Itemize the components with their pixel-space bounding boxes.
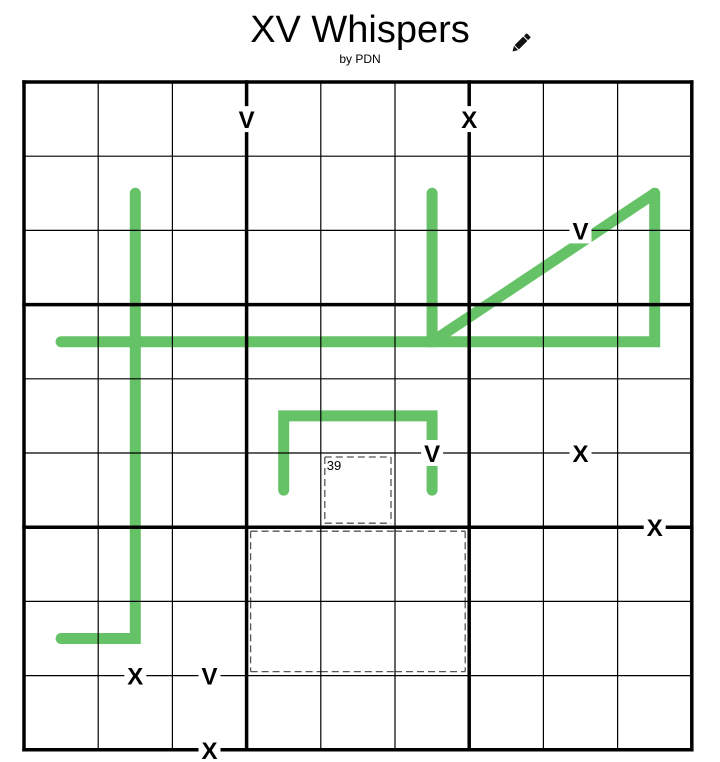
xv-clue-background [458, 106, 481, 133]
grid-cell-r1c3[interactable] [172, 82, 247, 157]
grid-cell-r9c5[interactable] [320, 675, 395, 750]
puzzle-title: XV Whispers [250, 9, 470, 51]
cage-sum-label: 39 [327, 458, 341, 473]
grid-cell-r2c4[interactable] [246, 156, 321, 231]
grid-cell-r3c5[interactable] [320, 230, 395, 305]
grid-cell-r1c6[interactable] [395, 82, 470, 157]
grid-cell-r5c3[interactable] [172, 378, 247, 453]
xv-clue-background [569, 440, 592, 466]
grid-cell-r7c4[interactable] [246, 527, 321, 602]
grid-cell-r9c8[interactable] [543, 675, 618, 750]
grid-cell-r8c9[interactable] [617, 601, 692, 676]
grid-cell-r5c9[interactable] [617, 378, 692, 453]
x-clue: X [127, 664, 143, 691]
xv-clue-background [124, 662, 147, 689]
grid-cell-r5c1[interactable] [24, 378, 99, 453]
grid-cell-r7c6[interactable] [395, 527, 470, 602]
grid-cell-r1c4[interactable] [246, 82, 321, 157]
grid-cell-r9c6[interactable] [395, 675, 470, 750]
x-clue: X [201, 738, 217, 762]
xv-clue-background [643, 514, 666, 541]
grid-cell-r8c7[interactable] [469, 601, 544, 676]
grid-cell-r3c3[interactable] [172, 230, 247, 305]
v-clue: V [201, 664, 217, 691]
xv-clue-background [569, 217, 592, 244]
v-clue: V [239, 107, 255, 134]
xv-clue-background [198, 662, 221, 689]
grid-cell-r2c5[interactable] [320, 156, 395, 231]
grid-cell-r7c5[interactable] [320, 527, 395, 602]
grid-cell-r8c4[interactable] [246, 601, 321, 676]
killer-cage: 39 [324, 456, 392, 524]
grid-cell-r8c6[interactable] [395, 601, 470, 676]
grid-cell-r6c1[interactable] [24, 453, 99, 528]
grid-cell-r9c9[interactable] [617, 675, 692, 750]
x-clue: X [647, 515, 663, 542]
grid-cell-r1c2[interactable] [98, 82, 173, 157]
xv-clue-background [235, 106, 258, 133]
grid-cell-r6c7[interactable] [469, 453, 544, 528]
grid-cell-r7c3[interactable] [172, 527, 247, 602]
grid-cell-r1c7[interactable] [469, 82, 544, 157]
v-clue: V [424, 441, 440, 468]
x-clue: X [572, 441, 588, 468]
x-clue: X [461, 107, 477, 134]
grid-cell-r9c1[interactable] [24, 675, 99, 750]
grid-cell-r1c9[interactable] [617, 82, 692, 157]
xv-clue-background [421, 440, 444, 466]
grid-cell-r2c7[interactable] [469, 156, 544, 231]
grid-cell-r2c1[interactable] [24, 156, 99, 231]
grid-cell-r7c7[interactable] [469, 527, 544, 602]
xv-clue-background [198, 736, 221, 762]
killer-cage [249, 530, 466, 673]
grid-cell-r8c5[interactable] [320, 601, 395, 676]
grid-cell-r1c5[interactable] [320, 82, 395, 157]
pencil-icon[interactable] [508, 30, 534, 56]
grid-cell-r9c7[interactable] [469, 675, 544, 750]
grid-cell-r3c4[interactable] [246, 230, 321, 305]
grid-cell-r6c5[interactable] [320, 453, 395, 528]
v-clue: V [572, 218, 588, 245]
grid-cell-r5c7[interactable] [469, 378, 544, 453]
grid-cell-r9c4[interactable] [246, 675, 321, 750]
grid-cell-r3c1[interactable] [24, 230, 99, 305]
grid-cell-r6c3[interactable] [172, 453, 247, 528]
grid-cell-r1c8[interactable] [543, 82, 618, 157]
grid-cell-r1c1[interactable] [24, 82, 99, 157]
grid-cell-r2c3[interactable] [172, 156, 247, 231]
grid-cell-r8c8[interactable] [543, 601, 618, 676]
puzzle-author: by PDN [339, 52, 381, 66]
grid-cell-r7c8[interactable] [543, 527, 618, 602]
grid-cell-r7c1[interactable] [24, 527, 99, 602]
